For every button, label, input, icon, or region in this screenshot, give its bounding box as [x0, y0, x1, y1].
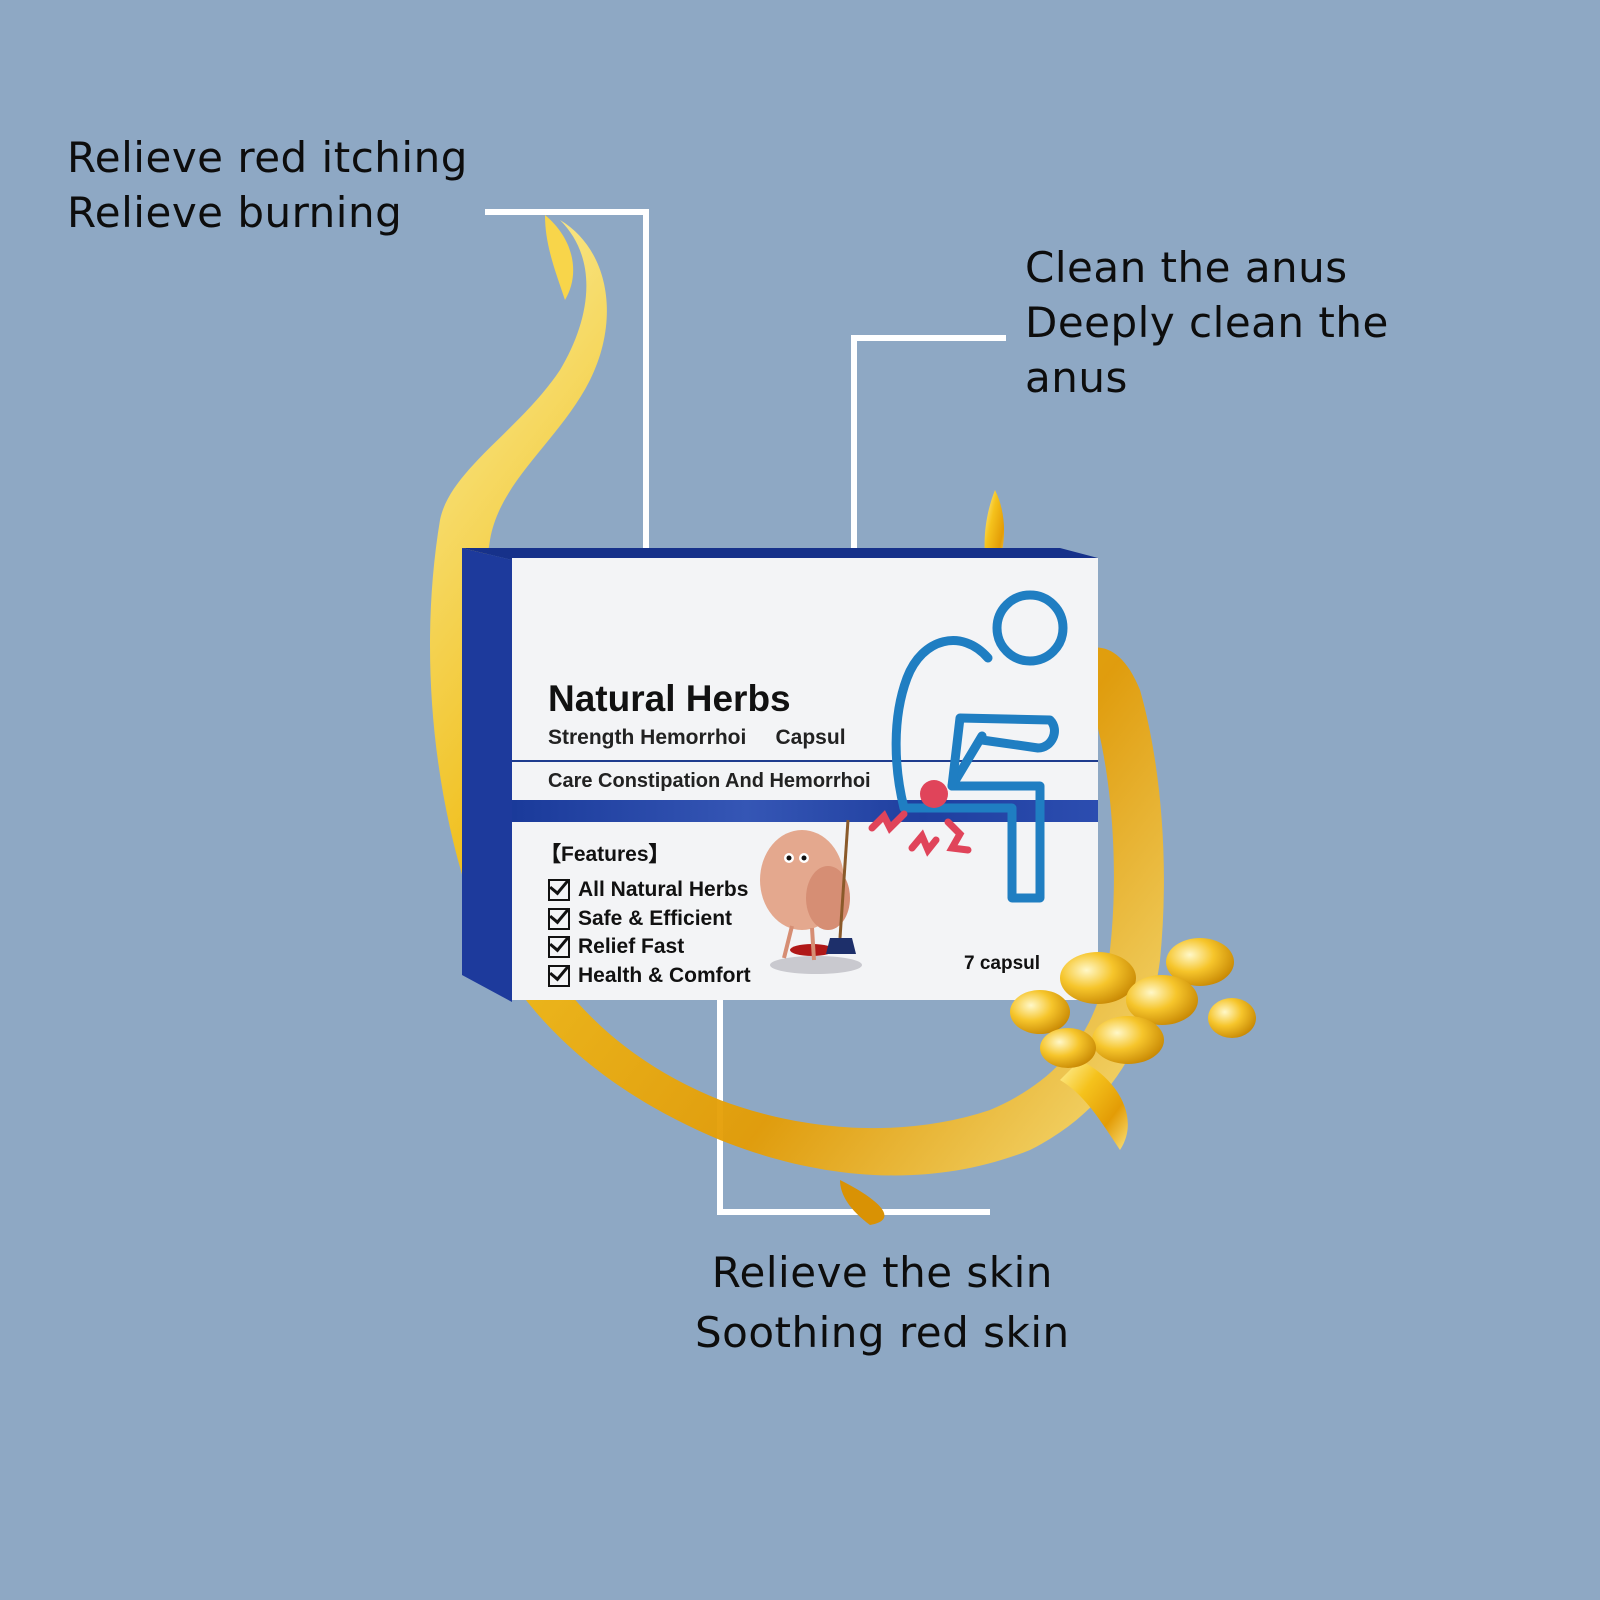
feature-item: Relief Fast	[548, 933, 751, 962]
feature-item: Health & Comfort	[548, 962, 751, 991]
box-divider	[512, 760, 1098, 762]
leader-line-itching	[485, 209, 649, 560]
feature-label: Relief Fast	[578, 935, 685, 959]
capsule-count: 7 capsul	[964, 953, 1041, 974]
box-illustrations	[760, 590, 1068, 974]
product-brand: Natural Herbs	[548, 678, 791, 719]
features-list: All Natural Herbs Safe & Efficient Relie…	[548, 876, 751, 990]
sitting-person-icon	[891, 590, 1068, 903]
callout-skin: Relieve the skin Soothing red skin	[695, 1243, 1070, 1363]
callout-skin-line2: Soothing red skin	[695, 1308, 1070, 1357]
feature-label: Health & Comfort	[578, 963, 751, 987]
box-spine	[462, 548, 512, 1002]
feature-item: Safe & Efficient	[548, 905, 751, 934]
checkbox-icon	[548, 907, 570, 930]
feature-label: All Natural Herbs	[578, 878, 749, 902]
callout-itching: Relieve red itching Relieve burning	[67, 130, 468, 240]
callout-clean: Clean the anus Deeply clean the anus	[1025, 240, 1389, 405]
checkbox-icon	[548, 936, 570, 959]
callout-skin-line1: Relieve the skin	[711, 1248, 1053, 1297]
product-tagline: Care Constipation And Hemorrhoi	[548, 770, 871, 792]
callout-clean-line1: Clean the anus	[1025, 243, 1348, 292]
leader-line-skin	[717, 990, 990, 1215]
checkbox-icon	[548, 879, 570, 902]
features-title: 【Features】	[540, 843, 670, 866]
checkbox-icon	[548, 964, 570, 987]
callout-itching-line1: Relieve red itching	[67, 133, 468, 182]
feature-label: Safe & Efficient	[578, 906, 733, 930]
box-top-edge	[462, 548, 1098, 560]
mascot-icon	[760, 819, 862, 974]
leader-line-clean	[851, 335, 1006, 560]
callout-clean-line3: anus	[1025, 353, 1128, 402]
product-box: Natural Herbs Strength Hemorrhoi Capsul …	[512, 558, 1098, 1000]
pain-burst-icon	[868, 780, 972, 857]
product-subtitle: Strength Hemorrhoi Capsul	[548, 726, 846, 749]
feature-item: All Natural Herbs	[548, 876, 751, 905]
callout-clean-line2: Deeply clean the	[1025, 298, 1389, 347]
callout-itching-line2: Relieve burning	[67, 188, 403, 237]
